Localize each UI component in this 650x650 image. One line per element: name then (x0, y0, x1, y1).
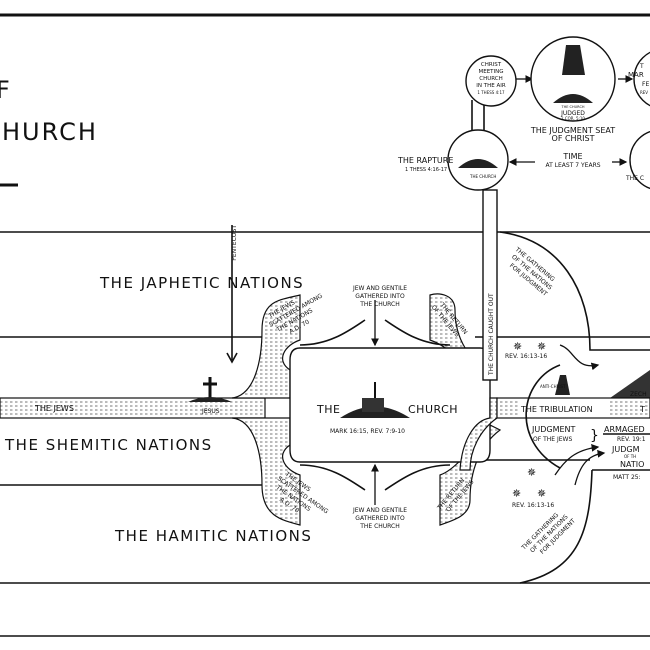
rapture-church-icon (458, 159, 498, 168)
church-building-icon (340, 382, 410, 418)
hamitic-nations-label: THE HAMITIC NATIONS (114, 527, 312, 545)
judgment-caption: THE CHURCH (560, 105, 584, 109)
judgment-reference: 2 COR. 5:10 (561, 116, 585, 121)
title-line1: F (0, 76, 12, 104)
pentecost-label: PENTECOST (231, 225, 238, 261)
time-sublabel: AT LEAST 7 YEARS (545, 162, 600, 169)
judgment-seat-title-2: OF CHRIST (552, 134, 595, 143)
marriage-circle (633, 51, 650, 107)
gathering-top-arrow (559, 344, 600, 371)
svg-text:JEW AND GENTILE: JEW AND GENTILE (352, 507, 407, 514)
gathering-bottom-arc (519, 469, 593, 584)
svg-text:GATHERED INTO: GATHERED INTO (355, 515, 405, 522)
svg-text:T: T (639, 63, 644, 70)
judged-label: JUDGED (560, 110, 585, 117)
rapture-label: THE RAPTURE (397, 156, 453, 165)
star-icon: ✵ (513, 340, 523, 353)
mount-icon (610, 370, 650, 398)
gathering-bottom-arrow-1 (554, 443, 600, 476)
time-label: TIME (562, 152, 582, 161)
zech-label: ZECH (630, 391, 647, 398)
scattered-top-shape (231, 294, 301, 399)
antichrist-figure-icon (555, 375, 570, 395)
judged-church-icon (553, 94, 593, 103)
antichrist-label: ANTI-CHRIST (540, 384, 566, 389)
star-icon: ✵ (527, 466, 537, 479)
gathering-top-reference: REV. 16:13-16 (505, 353, 547, 360)
gathering-top-arc (499, 231, 650, 351)
judgment-jews-label-2: OF THE JEWS (533, 436, 572, 443)
star-icon: ✵ (537, 487, 547, 500)
svg-text:JEW AND GENTILE: JEW AND GENTILE (352, 285, 407, 292)
svg-text:1 THESS 4:17: 1 THESS 4:17 (477, 90, 505, 95)
right-circle-caption: THE C (625, 175, 644, 182)
marriage-label: T MAR FE REV (628, 63, 649, 95)
svg-text:REV: REV (640, 90, 648, 95)
svg-text:FE: FE (642, 81, 649, 88)
star-icon: ✵ (512, 487, 522, 500)
judgment-jews-arc (525, 364, 561, 469)
japhetic-nations-label: THE JAPHETIC NATIONS (99, 274, 304, 292)
judgment-jews-label-1: JUDGMENT (531, 425, 576, 434)
gathered-bottom-label: JEW AND GENTILE GATHERED INTO THE CHURCH (352, 507, 407, 530)
judgment-seat-circle (530, 36, 616, 122)
gathering-bottom-label: THE GATHERING OF THE NATIONS FOR JUDGMEN… (520, 511, 577, 555)
svg-text:CHRIST: CHRIST (481, 62, 502, 68)
scattered-bottom-shape (231, 417, 301, 526)
marriage-label-mar: MAR (628, 71, 644, 79)
pentecost-arrow-icon (226, 352, 238, 364)
armageddon-reference: REV. 19:1 (617, 436, 646, 443)
gathering-bottom-arrow-2 (574, 449, 606, 486)
gathering-arrows-top (299, 300, 451, 347)
judgment-nations-label-2: OF TH (624, 454, 636, 459)
right-circle (629, 130, 650, 190)
meeting-label: CHRIST MEETING CHURCH IN THE AIR 1 THESS… (476, 62, 506, 95)
gathering-arrows-bottom (299, 463, 451, 505)
brace-icon: } (590, 428, 599, 444)
jews-label: THE JEWS (34, 404, 74, 413)
svg-text:THE CHURCH: THE CHURCH (359, 301, 400, 308)
church-area (289, 347, 491, 463)
gathering-bottom-reference: REV. 16:13-16 (512, 502, 554, 509)
rapture-reference: 1 THESS 4:16-17 (405, 167, 447, 173)
judgment-nations-reference: MATT 25: (613, 474, 641, 481)
svg-text:IN THE AIR: IN THE AIR (476, 83, 506, 89)
armageddon-label: ARMAGED (604, 425, 645, 434)
gathered-top-label: JEW AND GENTILE GATHERED INTO THE CHURCH (352, 285, 407, 308)
judgment-seat-title-1: THE JUDGMENT SEAT (530, 126, 615, 135)
title-line2: HURCH (2, 118, 98, 146)
caught-out-column (482, 189, 498, 381)
tribulation-end-label: T (639, 405, 645, 414)
svg-text:GATHERED INTO: GATHERED INTO (355, 293, 405, 300)
rapture-caption: THE CHURCH (469, 174, 496, 179)
jesus-label: JESUS (201, 408, 220, 415)
church-label: CHURCH (408, 403, 458, 416)
judgment-nations-label-3: NATIO (620, 460, 644, 469)
svg-text:THE CHURCH: THE CHURCH (359, 523, 400, 530)
church-the-label: THE (316, 403, 340, 416)
judgment-nations-label-1: JUDGM (611, 445, 640, 454)
church-reference: MARK 16:15, REV. 7:9-10 (330, 428, 405, 435)
meeting-circle (465, 55, 517, 107)
tribulation-label: THE TRIBULATION (520, 405, 593, 414)
jews-to-tribulation-shape (459, 397, 498, 471)
cross-icon (188, 377, 232, 402)
shemitic-nations-label: THE SHEMITIC NATIONS (4, 436, 213, 454)
christ-figure-icon (562, 45, 585, 75)
caught-out-label: THE CHURCH CAUGHT OUT (488, 293, 495, 376)
tribulation-label-bg (518, 401, 608, 415)
jews-band (0, 397, 266, 419)
svg-text:CHURCH: CHURCH (479, 76, 503, 82)
star-icon: ✵ (537, 340, 547, 353)
svg-text:MEETING: MEETING (478, 69, 503, 75)
